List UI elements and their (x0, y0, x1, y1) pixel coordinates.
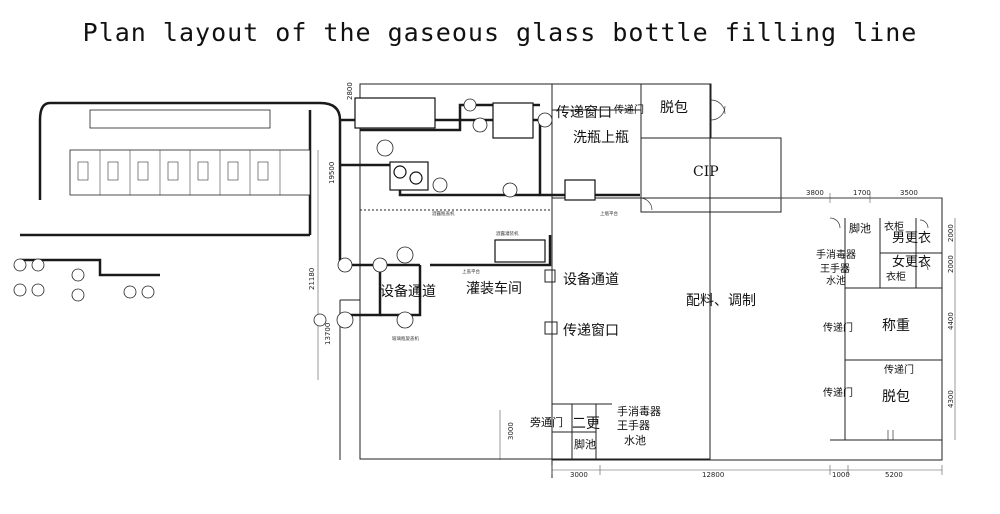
label-filling-room: 灌装车间 (466, 280, 522, 297)
label-transfer-door-r1: 传递门 (823, 321, 853, 334)
label-transfer-window-mid: 传递窗口 (563, 322, 619, 339)
label-bottle-platform: 上瓶平台 (600, 210, 618, 217)
conveyor-loop (20, 101, 640, 317)
label-hand-sanitizer-bottom: 手消毒器 (617, 404, 661, 418)
label-second-change: 二更 (572, 416, 600, 432)
dim-2800: 2800 (346, 82, 354, 100)
label-transfer-door-top: 传递门 (614, 103, 644, 116)
label-batching: 配料、调制 (686, 293, 756, 309)
label-foot-bath-bottom: 脚池 (574, 437, 596, 451)
label-unpack-bottom: 脱包 (882, 389, 910, 405)
label-cip: CIP (693, 164, 719, 180)
label-hand-sanitizer-right: 手消毒器 (816, 248, 856, 261)
dim-21180: 21180 (308, 268, 316, 290)
label-water-basin-right: 水池 (826, 274, 846, 287)
label-equipment-channel-1: 设备通道 (563, 271, 619, 288)
dim-13700: 13700 (324, 323, 332, 345)
label-transfer-window-top: 传递窗口 (556, 104, 612, 121)
bottle-washer (69, 109, 311, 196)
label-wine-capper: 酒露瓶盖机 (432, 210, 455, 217)
label-hand-dryer-bottom: 王手器 (617, 418, 650, 432)
building-left-block (359, 83, 711, 460)
label-glass-capper: 玻璃瓶旋盖机 (392, 335, 419, 342)
label-unpack-top: 脱包 (660, 100, 688, 116)
transfer-window-icon (544, 321, 558, 335)
label-cap-platform: 上盖平台 (462, 268, 480, 275)
dim-12800: 12800 (702, 471, 724, 479)
dim-1000: 1000 (832, 471, 850, 479)
label-wine-filler: 酒露灌装机 (496, 230, 519, 237)
turntables (13, 98, 588, 329)
label-foot-bath-right: 脚池 (849, 221, 871, 235)
label-clothes-cabinet-2: 衣柜 (886, 270, 906, 283)
dim-3500: 3500 (900, 189, 918, 197)
dim-3000-bottom: 3000 (570, 471, 588, 479)
dim-2000-a: 2000 (947, 224, 955, 242)
dim-19500: 19500 (328, 162, 336, 184)
room-cip (640, 137, 782, 213)
label-womens-change: 女更衣 (892, 254, 931, 270)
label-mens-change: 男更衣 (892, 230, 931, 246)
label-water-basin-bottom: 水池 (624, 434, 646, 447)
label-hand-dryer-right: 王手器 (820, 262, 850, 275)
dim-5200: 5200 (885, 471, 903, 479)
filling-machines (354, 97, 596, 263)
label-transfer-door-r2: 传递门 (884, 363, 914, 376)
label-equipment-channel-2: 设备通道 (380, 283, 436, 300)
dim-3000-left: 3000 (507, 422, 515, 440)
dim-1700: 1700 (853, 189, 871, 197)
equipment-channel-icon (544, 269, 556, 283)
dim-2000-b: 2000 (947, 255, 955, 273)
dim-3800: 3800 (806, 189, 824, 197)
label-transfer-door-r3: 传递门 (823, 386, 853, 399)
label-bottle-loading: 洗瓶上瓶 (573, 130, 629, 146)
dim-4400: 4400 (947, 312, 955, 330)
label-side-door: 旁通门 (530, 415, 563, 429)
label-weighing: 称重 (882, 318, 910, 334)
label-clothes-cabinet-1: 衣柜 (884, 220, 904, 233)
page-title: Plan layout of the gaseous glass bottle … (82, 18, 918, 47)
dim-4300: 4300 (947, 390, 955, 408)
